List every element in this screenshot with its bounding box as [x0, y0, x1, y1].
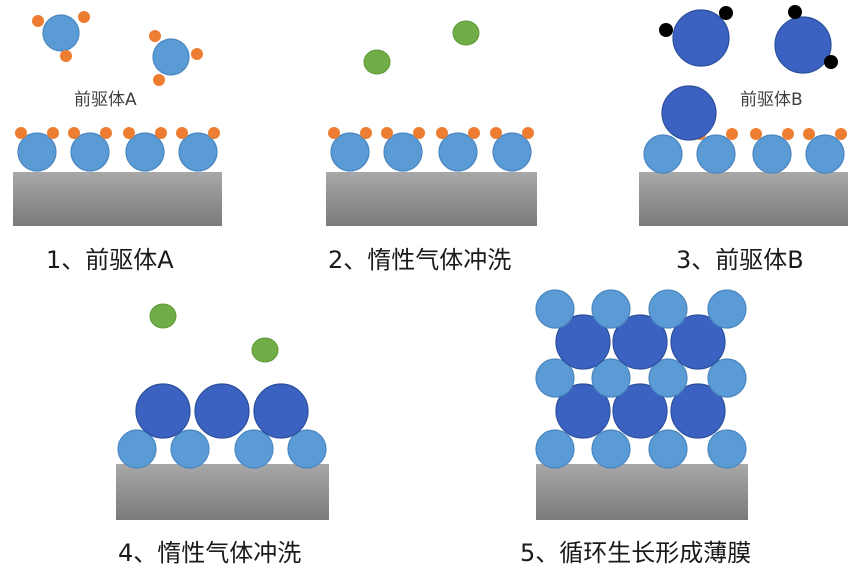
- ligand-b: [659, 23, 673, 37]
- ligand-a: [381, 127, 393, 139]
- ligand-a: [60, 50, 72, 62]
- atom-b: [672, 9, 730, 67]
- purge-gas-molecule: [363, 49, 391, 75]
- atom-a: [17, 132, 57, 172]
- ligand-a: [490, 127, 502, 139]
- ligand-a: [328, 127, 340, 139]
- ligand-a: [123, 127, 135, 139]
- atom-b: [670, 383, 726, 439]
- atom-a: [805, 134, 845, 174]
- purge-gas-molecule: [149, 303, 177, 329]
- substrate: [13, 172, 222, 226]
- atom-b: [194, 383, 250, 439]
- ligand-a: [750, 128, 762, 140]
- ligand-a: [413, 127, 425, 139]
- atom-a: [535, 358, 575, 398]
- atom-a: [707, 289, 747, 329]
- ligand-a: [360, 127, 372, 139]
- ligand-a: [436, 127, 448, 139]
- atom-b: [135, 383, 191, 439]
- ligand-a: [32, 15, 44, 27]
- atom-a: [152, 38, 190, 76]
- atom-b: [555, 383, 611, 439]
- ligand-a: [78, 11, 90, 23]
- atom-b: [612, 314, 668, 370]
- atom-a: [383, 132, 423, 172]
- atom-a: [330, 132, 370, 172]
- atom-a: [492, 132, 532, 172]
- ligand-b: [719, 6, 733, 20]
- ligand-a: [68, 127, 80, 139]
- ligand-b: [824, 55, 838, 69]
- atom-a: [707, 429, 747, 469]
- ligand-a: [191, 48, 203, 60]
- atom-a: [707, 358, 747, 398]
- atom-a: [125, 132, 165, 172]
- atom-a: [648, 429, 688, 469]
- atom-a: [591, 358, 631, 398]
- ligand-a: [15, 127, 27, 139]
- panel-step-4: [116, 303, 329, 520]
- panel-step-1: [13, 11, 222, 226]
- ligand-a: [726, 128, 738, 140]
- atom-b: [253, 383, 309, 439]
- purge-gas-molecule: [452, 20, 480, 46]
- step-2-caption: 2、惰性气体冲洗: [328, 246, 512, 274]
- ligand-a: [153, 74, 165, 86]
- atom-b: [555, 314, 611, 370]
- precursor-a-label: 前驱体A: [74, 90, 137, 110]
- substrate: [116, 464, 329, 520]
- substrate: [639, 172, 848, 226]
- atom-a: [752, 134, 792, 174]
- atom-a: [535, 429, 575, 469]
- ligand-a: [176, 127, 188, 139]
- atom-a: [535, 289, 575, 329]
- atom-a: [287, 429, 327, 469]
- atom-b: [612, 383, 668, 439]
- atom-a: [438, 132, 478, 172]
- ligand-a: [47, 127, 59, 139]
- atom-a: [591, 289, 631, 329]
- ligand-b: [788, 5, 802, 19]
- ligand-a: [208, 127, 220, 139]
- step-4-caption: 4、惰性气体冲洗: [118, 539, 302, 567]
- ligand-a: [522, 127, 534, 139]
- ligand-a: [468, 127, 480, 139]
- atom-a: [696, 134, 736, 174]
- ligand-a: [155, 127, 167, 139]
- atom-b: [670, 314, 726, 370]
- substrate: [326, 172, 537, 226]
- atom-a: [648, 358, 688, 398]
- purge-gas-molecule: [251, 337, 279, 363]
- atom-a: [42, 14, 80, 52]
- ligand-a: [100, 127, 112, 139]
- atom-a: [70, 132, 110, 172]
- atom-b: [774, 16, 832, 74]
- step-3-caption: 3、前驱体B: [676, 246, 804, 274]
- panel-step-3: [639, 5, 848, 226]
- atom-a: [117, 429, 157, 469]
- atom-a: [178, 132, 218, 172]
- ligand-a: [835, 128, 847, 140]
- atom-a: [234, 429, 274, 469]
- ligand-a: [782, 128, 794, 140]
- ligand-a: [803, 128, 815, 140]
- atom-a: [643, 134, 683, 174]
- atom-a: [591, 429, 631, 469]
- panel-step-2: [326, 20, 537, 226]
- atom-a: [170, 429, 210, 469]
- atom-b: [661, 85, 717, 141]
- substrate: [536, 464, 748, 520]
- panel-step-5: [535, 289, 748, 520]
- step-5-caption: 5、循环生长形成薄膜: [520, 539, 752, 567]
- precursor-b-label: 前驱体B: [740, 90, 803, 110]
- step-1-caption: 1、前驱体A: [46, 246, 174, 274]
- ligand-a: [149, 30, 161, 42]
- atom-a: [648, 289, 688, 329]
